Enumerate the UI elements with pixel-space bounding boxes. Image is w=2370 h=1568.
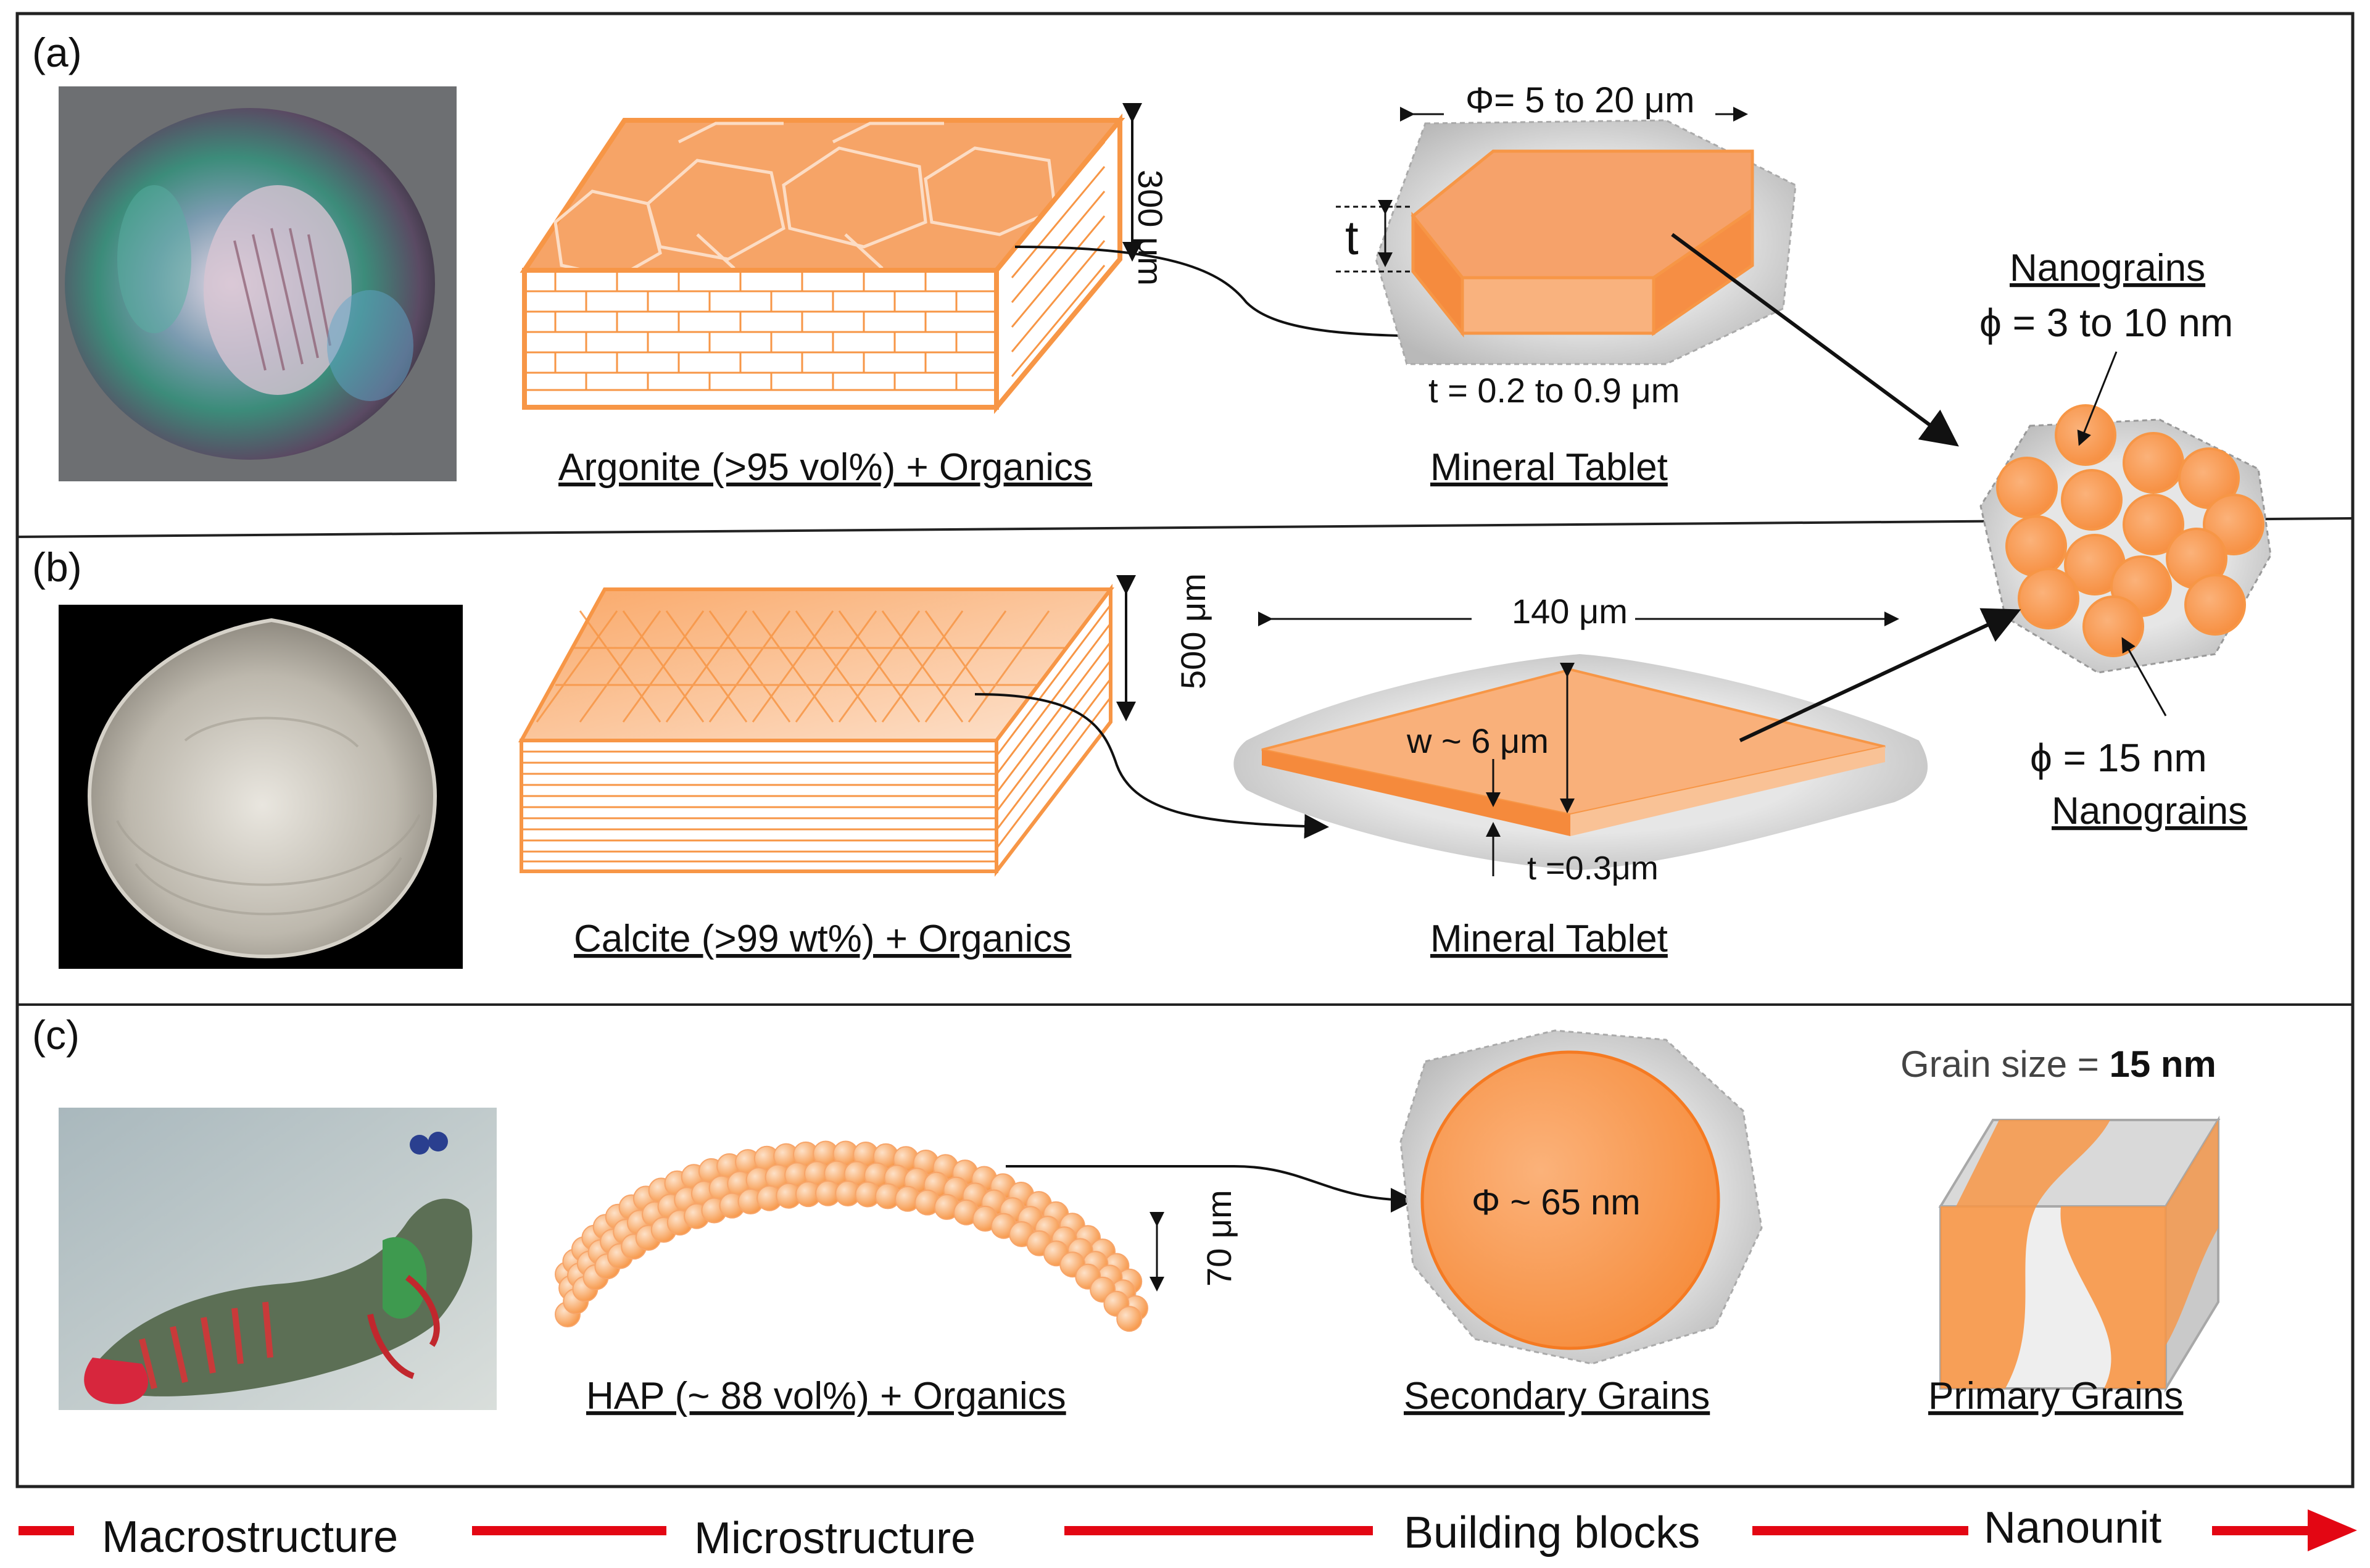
micro-caption-b: Calcite (>99 wt%) + Organics bbox=[574, 918, 1071, 960]
nanograins-size-a: ϕ = 3 to 10 nm bbox=[1979, 301, 2233, 345]
nanograin-pointer-a bbox=[2077, 351, 2118, 446]
figure-frame bbox=[15, 12, 2355, 1488]
width-label-b: w ~ 6 μm bbox=[1406, 721, 1549, 760]
micro-caption-a: Argonite (>95 vol%) + Organics bbox=[558, 446, 1092, 489]
nanograins-caption-b: Nanograins bbox=[2052, 790, 2247, 832]
thickness-label-a: 300 μm bbox=[1131, 170, 1170, 286]
rhombic-mineral-tablet bbox=[1233, 654, 1928, 870]
nacre-block bbox=[520, 113, 1125, 415]
secondary-diameter-label: Φ ~ 65 nm bbox=[1472, 1182, 1641, 1222]
nanograins-caption-a: Nanograins bbox=[2010, 247, 2205, 289]
t-range-label-a: t = 0.2 to 0.9 μm bbox=[1428, 371, 1680, 410]
calcite-block bbox=[518, 584, 1115, 877]
divider-a-b bbox=[17, 517, 2353, 538]
thickness-label-c: 70 μm bbox=[1200, 1190, 1238, 1287]
length-scale-bar bbox=[19, 1509, 2357, 1551]
secondary-caption: Secondary Grains bbox=[1404, 1375, 1710, 1417]
tablet-caption-b: Mineral Tablet bbox=[1430, 918, 1668, 960]
link-block-to-tablet-b bbox=[974, 693, 1329, 839]
nanograins-size-b: ϕ = 15 nm bbox=[2030, 736, 2207, 780]
abalone-shell-photo bbox=[59, 86, 457, 481]
primary-caption: Primary Grains bbox=[1928, 1375, 2183, 1417]
grain-size-line: Grain size = 15 nm bbox=[1900, 1043, 2216, 1085]
hap-bead bbox=[1116, 1306, 1143, 1332]
nanograins-cluster bbox=[1979, 404, 2272, 674]
diameter-label-a: Φ= 5 to 20 μm bbox=[1465, 80, 1694, 120]
primary-grain-cube bbox=[1938, 1115, 2221, 1393]
hexagonal-mineral-tablet bbox=[1375, 119, 1797, 365]
thickness-label-b: 500 μm bbox=[1174, 573, 1212, 689]
mantis-shrimp-photo bbox=[59, 1108, 497, 1410]
panel-c-tag: (c) bbox=[32, 1012, 80, 1058]
grain-size-label: Grain size = bbox=[1900, 1043, 2109, 1085]
scale-macrostructure: Macrostructure bbox=[102, 1512, 398, 1562]
scale-microstructure: Microstructure bbox=[694, 1514, 976, 1563]
calcite-shell-photo bbox=[59, 605, 463, 969]
link-arch-to-secondary bbox=[1006, 1165, 1415, 1213]
secondary-grain bbox=[1399, 1029, 1763, 1365]
scale-nanounit: Nanounit bbox=[1984, 1503, 2161, 1553]
t-symbol: t bbox=[1345, 210, 1359, 265]
micro-caption-c: HAP (~ 88 vol%) + Organics bbox=[586, 1375, 1066, 1417]
link-block-to-tablet-a bbox=[1014, 246, 1465, 349]
arrow-tablet-to-nanograins-b bbox=[1739, 608, 2021, 742]
scale-building-blocks: Building blocks bbox=[1404, 1508, 1700, 1558]
length-label-b: 140 μm bbox=[1512, 592, 1628, 631]
tablet-caption-a: Mineral Tablet bbox=[1430, 446, 1668, 489]
hap-arch bbox=[555, 1140, 1148, 1332]
arrow-tablet-to-nanograins-a bbox=[1671, 233, 1959, 447]
nanograin-pointer-b bbox=[2121, 637, 2167, 716]
grain-size-value: 15 nm bbox=[2109, 1043, 2216, 1085]
panel-a-tag: (a) bbox=[32, 30, 82, 75]
t-label-b: t =0.3μm bbox=[1527, 850, 1659, 887]
panel-b-tag: (b) bbox=[32, 544, 82, 590]
